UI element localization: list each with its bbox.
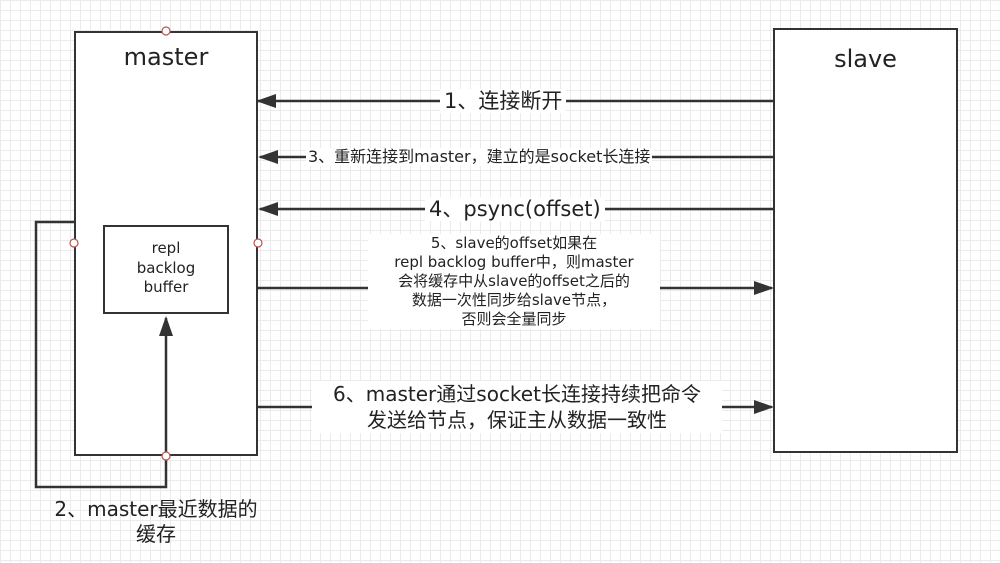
handle-left	[69, 238, 79, 248]
label-2-cache: 2、master最近数据的 缓存	[54, 497, 258, 546]
repl-backlog-label: repl backlog buffer	[136, 239, 196, 296]
master-title: master	[123, 43, 209, 71]
arrow-2-cache-loop	[34, 220, 173, 489]
repl-backlog-buffer: repl backlog buffer	[103, 225, 229, 314]
label-5-sync: 5、slave的offset如果在 repl backlog buffer中，则…	[368, 234, 660, 330]
handle-bottom	[161, 451, 171, 461]
handle-right	[253, 238, 263, 248]
slave-title: slave	[834, 45, 897, 73]
label-3-reconnect: 3、重新连接到master，建立的是socket长连接	[306, 147, 653, 167]
label-6-propagate: 6、master通过socket长连接持续把命令 发送给节点，保证主从数据一致性	[312, 381, 722, 433]
handle-top	[161, 26, 171, 36]
label-4-psync: 4、psync(offset)	[425, 197, 605, 222]
slave-node: slave	[773, 28, 958, 453]
label-1-disconnect: 1、连接断开	[440, 89, 567, 114]
